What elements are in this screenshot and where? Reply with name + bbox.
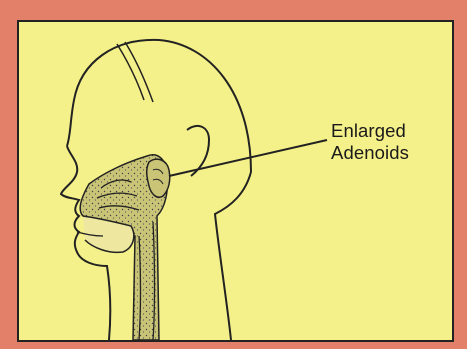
neck-back-outline bbox=[215, 172, 251, 340]
head-outline bbox=[67, 40, 251, 172]
label-line-2: Adenoids bbox=[331, 142, 409, 164]
head-profile-cross-section-illustration bbox=[19, 22, 452, 340]
adenoids-label: Enlarged Adenoids bbox=[331, 120, 409, 164]
diagram-panel: Enlarged Adenoids bbox=[17, 20, 454, 342]
label-leader-line bbox=[169, 140, 327, 176]
hair-lines bbox=[117, 42, 153, 102]
label-line-1: Enlarged bbox=[331, 120, 409, 142]
